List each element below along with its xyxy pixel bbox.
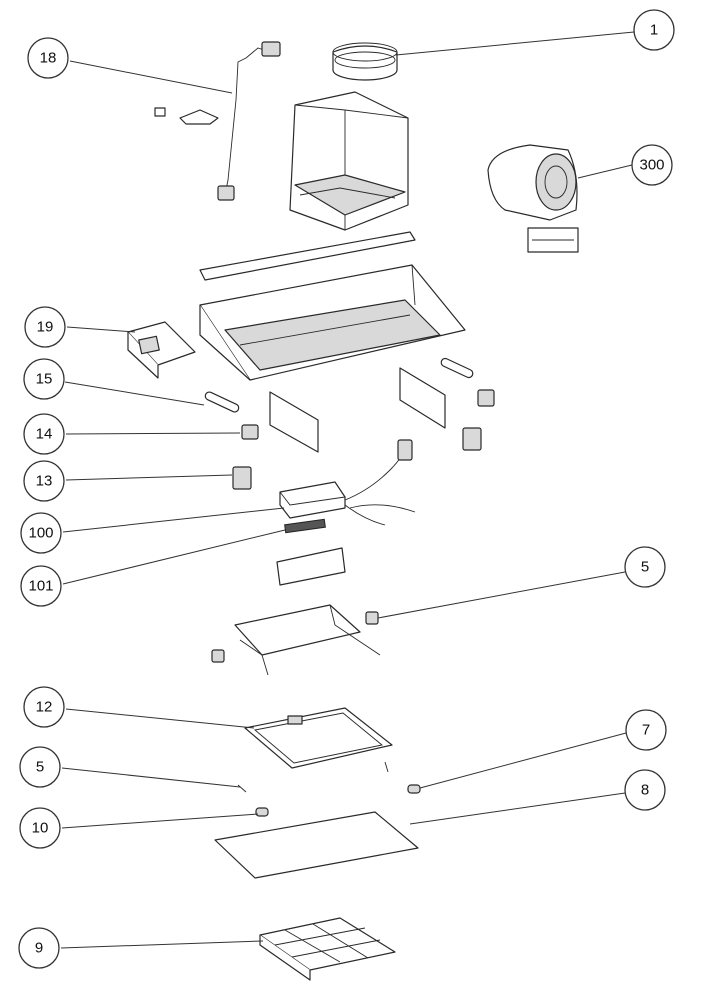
part-side-plate-right bbox=[399, 367, 446, 429]
part-screw-left bbox=[237, 784, 247, 793]
callout-label: 12 bbox=[36, 699, 53, 716]
callout-1: 1 bbox=[633, 9, 675, 51]
part-frame bbox=[211, 604, 381, 676]
part-blower-motor bbox=[487, 144, 579, 253]
callout-19: 19 bbox=[24, 306, 66, 348]
part-clip-right-bottom bbox=[462, 427, 482, 451]
leader-lines bbox=[60, 31, 635, 949]
callout-label: 300 bbox=[639, 157, 664, 174]
callout-label: 5 bbox=[641, 559, 649, 576]
callout-18: 18 bbox=[27, 37, 69, 79]
part-motor-housing-box bbox=[289, 91, 409, 231]
callout-7: 7 bbox=[625, 709, 667, 751]
callout-label: 100 bbox=[28, 525, 53, 542]
part-side-plate-left bbox=[269, 391, 319, 453]
callout-label: 18 bbox=[40, 50, 57, 67]
callout-label: 15 bbox=[36, 371, 53, 388]
part-carbon-filter-panel bbox=[214, 811, 419, 879]
part-screw-right bbox=[384, 761, 389, 773]
callout-label: 8 bbox=[641, 782, 649, 799]
callout-14: 14 bbox=[23, 413, 65, 455]
part-flange-ring bbox=[332, 42, 398, 81]
callout-label: 9 bbox=[35, 940, 43, 957]
callout-label: 101 bbox=[28, 578, 53, 595]
callout-label: 19 bbox=[37, 319, 54, 336]
part-control-bracket bbox=[127, 321, 196, 379]
part-small-clips bbox=[154, 107, 219, 125]
callout-300: 300 bbox=[631, 144, 673, 186]
callout-label: 13 bbox=[36, 473, 53, 490]
callout-5-bottom: 5 bbox=[19, 746, 61, 788]
part-hood-body bbox=[199, 264, 466, 381]
callout-label: 7 bbox=[642, 722, 650, 739]
callout-label: 14 bbox=[36, 426, 53, 443]
part-connector bbox=[284, 518, 326, 534]
callout-12: 12 bbox=[23, 686, 65, 728]
callout-5-top: 5 bbox=[624, 546, 666, 588]
callout-label: 10 bbox=[32, 820, 49, 837]
callout-101: 101 bbox=[20, 565, 62, 607]
part-lamp-holder-left bbox=[204, 391, 240, 413]
part-lamp-holder-right bbox=[440, 357, 474, 379]
part-switch bbox=[232, 466, 252, 490]
callout-10: 10 bbox=[19, 807, 61, 849]
part-lamp-right bbox=[407, 784, 421, 794]
part-clip-left bbox=[241, 424, 259, 440]
part-control-box bbox=[279, 439, 416, 526]
part-top-strip bbox=[199, 231, 416, 281]
part-filter-frame bbox=[244, 707, 393, 769]
part-power-cable bbox=[217, 41, 281, 201]
callout-label: 1 bbox=[650, 22, 658, 39]
callout-9: 9 bbox=[18, 927, 60, 969]
callout-100: 100 bbox=[20, 512, 62, 554]
part-grease-filter-grid bbox=[259, 917, 396, 981]
part-lamp-left bbox=[255, 807, 269, 817]
part-clip-right-top bbox=[477, 389, 495, 407]
part-control-bracket-lower bbox=[276, 547, 346, 586]
callout-15: 15 bbox=[23, 358, 65, 400]
callout-8: 8 bbox=[624, 769, 666, 811]
callout-label: 5 bbox=[36, 759, 44, 776]
callout-13: 13 bbox=[23, 460, 65, 502]
